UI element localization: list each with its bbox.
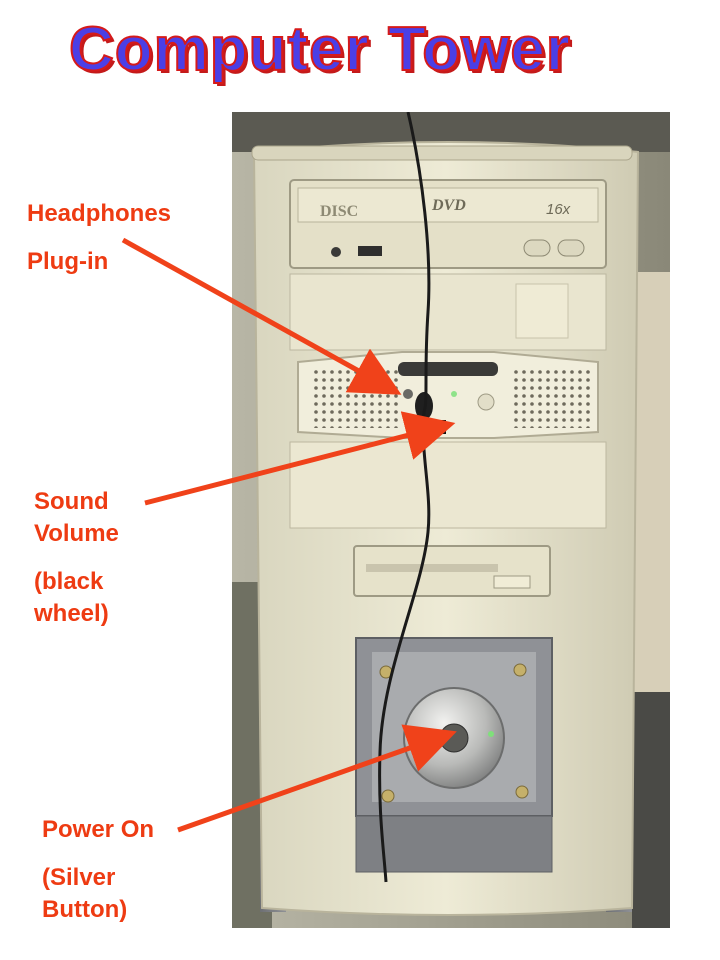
sound-label-line4: wheel) xyxy=(34,600,109,627)
headphones-arrow xyxy=(121,237,402,395)
sound-label-line3: (black xyxy=(34,568,104,595)
audio-button[interactable] xyxy=(477,393,495,411)
sound-label-line1: Sound xyxy=(34,488,109,515)
speaker-grille-right xyxy=(510,370,590,428)
right-floor xyxy=(632,692,670,928)
dvd-logo: DVD xyxy=(431,197,466,214)
lower-panel xyxy=(355,815,553,873)
power-arrow xyxy=(177,724,457,833)
headphones-label-line1: Headphones xyxy=(27,200,172,227)
bay-cover xyxy=(515,283,569,339)
power-led xyxy=(451,391,457,397)
dvd-tray xyxy=(297,187,599,223)
headphone-icon xyxy=(403,389,413,399)
sound-label-line2: Volume xyxy=(34,520,119,547)
disc-logo: DISC xyxy=(320,203,358,220)
floppy-eject-button[interactable] xyxy=(493,575,531,589)
screw-bottom-right xyxy=(515,785,529,799)
headphones-label-line2: Plug-in xyxy=(27,248,109,275)
right-box xyxy=(632,272,670,692)
case-top-lip xyxy=(251,145,633,161)
dvd-button-2 xyxy=(557,239,585,257)
drive-speed-label: 16x xyxy=(546,201,571,218)
power-label-line3: Button) xyxy=(42,896,128,923)
page-title: Computer Tower xyxy=(68,14,571,85)
power-label-line1: Power On xyxy=(42,816,155,843)
floppy-slot xyxy=(366,564,498,572)
headphone-jack-dvd xyxy=(331,247,341,257)
audio-vent-slot xyxy=(398,362,498,376)
dvd-button-1 xyxy=(523,239,551,257)
power-label-line2: (Silver xyxy=(42,864,116,891)
screw-bottom-left xyxy=(381,789,395,803)
sound-volume-arrow xyxy=(144,411,456,506)
screw-top-right xyxy=(513,663,527,677)
dvd-volume-slider xyxy=(358,246,382,256)
power-indicator-led xyxy=(488,731,494,737)
